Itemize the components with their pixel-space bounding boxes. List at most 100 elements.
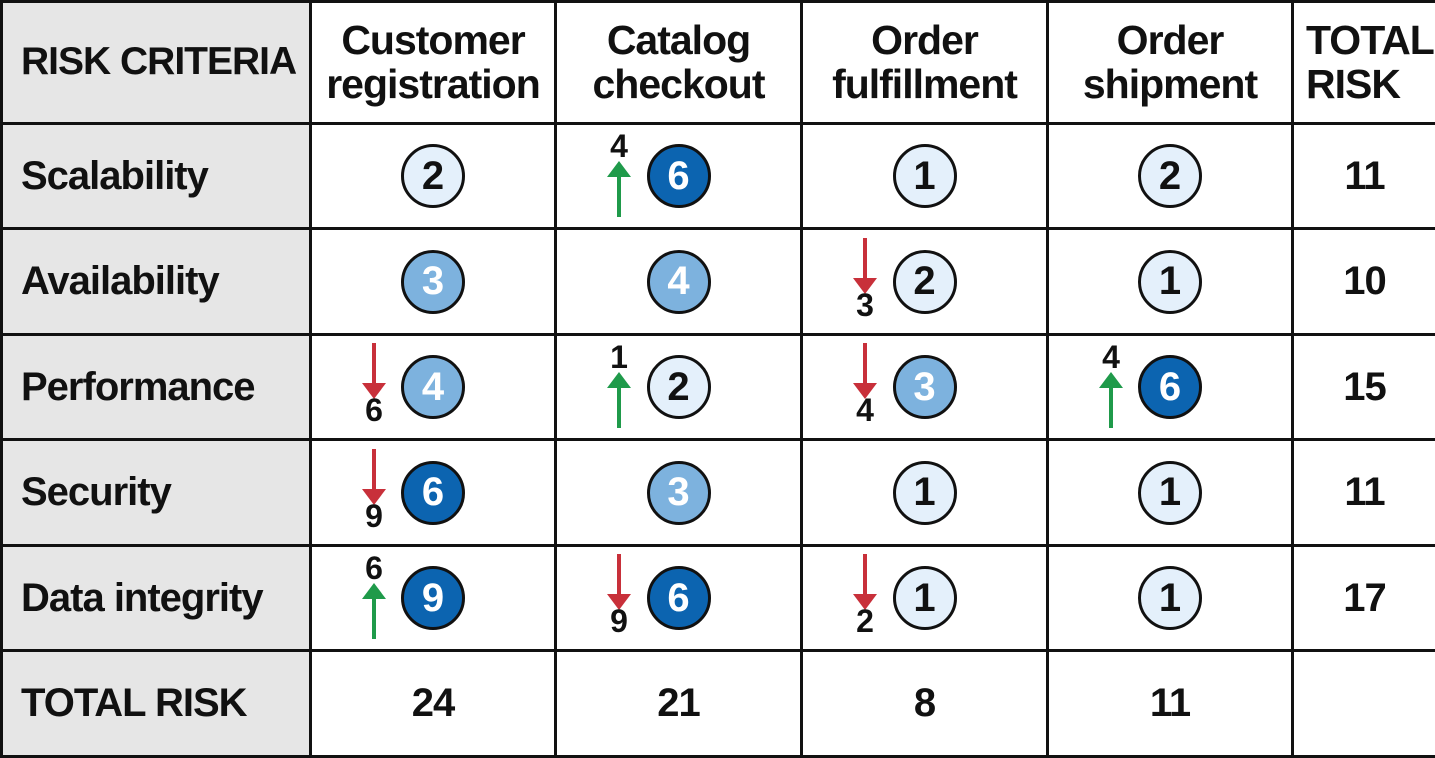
risk-score-circle: 2 [1138,144,1202,209]
risk-score-circle: 1 [892,460,957,525]
trend-down-indicator: 2 [845,550,885,640]
total-risk-row-label: TOTAL RISK [0,649,312,758]
column-header-line: RISK [1306,61,1401,108]
risk-cell-order-fulfillment: 1 2 [800,543,1049,653]
row-total-risk: 11 [1291,438,1435,547]
risk-score-circle: 1 [892,566,957,631]
risk-score-circle: 1 [1138,566,1202,631]
column-header-line: Order [871,17,979,64]
risk-cell-customer-registration: 3 [309,227,557,336]
risk-score-circle: 2 [892,249,957,314]
target-risk-value: 4 [1102,339,1120,376]
row-label: Security [0,438,312,547]
trend-down-indicator: 4 [845,339,885,429]
column-total-order-shipment: 11 [1046,649,1294,758]
risk-cell-catalog-checkout: 4 [554,227,803,336]
trend-up-indicator: 1 [599,339,639,432]
target-risk-value: 9 [610,603,628,640]
risk-score-circle: 1 [1138,460,1202,525]
risk-cell-catalog-checkout: 6 9 [554,543,803,653]
risk-cell-customer-registration: 6 9 [309,438,557,547]
risk-cell-order-fulfillment: 3 4 [800,332,1049,442]
risk-score-circle: 3 [401,249,465,314]
risk-cell-customer-registration: 2 [309,121,557,231]
arrow-down-icon [362,445,386,505]
target-risk-value: 6 [365,392,383,429]
trend-down-indicator: 9 [354,445,394,535]
target-risk-value: 1 [610,339,628,376]
arrow-down-icon [853,234,877,294]
arrow-down-icon [607,550,631,611]
column-total-catalog-checkout: 21 [554,649,803,758]
column-header-line: Order [1116,17,1225,64]
risk-cell-catalog-checkout: 6 4 [554,121,803,231]
risk-cell-customer-registration: 4 6 [309,332,557,442]
risk-cell-order-shipment: 1 [1046,227,1294,336]
trend-up-indicator: 6 [354,550,394,643]
risk-row-scalability: Scalability 2 6 4 1 2 11 [0,121,1435,231]
trend-down-indicator: 9 [599,550,639,640]
row-label: Scalability [0,121,312,231]
row-total-risk: 11 [1291,121,1435,231]
risk-cell-order-fulfillment: 2 3 [800,227,1049,336]
column-header-catalog-checkout: Catalog checkout [554,0,803,125]
risk-score-circle: 2 [646,355,711,420]
risk-row-performance: Performance 4 6 2 1 3 4 6 4 15 [0,332,1435,442]
risk-score-circle: 2 [401,144,465,209]
risk-score-circle: 1 [892,144,957,209]
trend-up-indicator: 4 [1091,339,1131,432]
risk-cell-order-shipment: 1 [1046,438,1294,547]
grand-total [1291,649,1435,758]
risk-score-circle: 6 [401,460,465,525]
trend-down-indicator: 6 [354,339,394,429]
column-header-customer-registration: Customer registration [309,0,557,125]
column-header-line: Customer [341,17,525,64]
column-header-line: TOTAL [1306,17,1435,64]
target-risk-value: 4 [856,392,874,429]
column-header-line: shipment [1082,61,1258,108]
risk-cell-customer-registration: 9 6 [309,543,557,653]
column-header-line: registration [326,61,541,108]
row-total-risk: 17 [1291,543,1435,653]
arrow-up-icon [362,583,386,640]
risk-score-circle: 6 [646,566,711,631]
trend-down-indicator: 3 [845,234,885,324]
risk-cell-order-fulfillment: 1 [800,121,1049,231]
row-total-risk: 10 [1291,227,1435,336]
arrow-down-icon [362,339,386,400]
risk-score-circle: 3 [892,355,957,420]
column-header-line: Catalog [606,17,751,64]
arrow-down-icon [853,550,877,611]
risk-cell-catalog-checkout: 3 [554,438,803,547]
row-label: Performance [0,332,312,442]
header-row: RISK CRITERIA Customer registration Cata… [0,0,1435,125]
column-header-total-risk: TOTAL RISK [1291,0,1435,125]
risk-score-circle: 4 [646,249,711,314]
column-header-order-shipment: Order shipment [1046,0,1294,125]
target-risk-value: 6 [365,550,383,587]
risk-cell-catalog-checkout: 2 1 [554,332,803,442]
row-label: Availability [0,227,312,336]
risk-score-circle: 6 [646,144,711,209]
risk-cell-order-shipment: 1 [1046,543,1294,653]
risk-cell-order-shipment: 2 [1046,121,1294,231]
trend-up-indicator: 4 [599,128,639,221]
arrow-up-icon [607,161,631,218]
column-header-line: checkout [592,61,766,108]
risk-cell-order-shipment: 6 4 [1046,332,1294,442]
risk-score-circle: 9 [401,566,465,631]
target-risk-value: 2 [856,603,874,640]
column-total-customer-registration: 24 [309,649,557,758]
risk-row-availability: Availability 3 4 2 3 1 10 [0,227,1435,336]
target-risk-value: 4 [610,128,628,165]
total-risk-row: TOTAL RISK 24 21 8 11 [0,649,1435,758]
risk-score-circle: 3 [646,460,711,525]
column-header-order-fulfillment: Order fulfillment [800,0,1049,125]
arrow-down-icon [853,339,877,400]
risk-score-circle: 1 [1138,249,1202,314]
column-total-order-fulfillment: 8 [800,649,1049,758]
